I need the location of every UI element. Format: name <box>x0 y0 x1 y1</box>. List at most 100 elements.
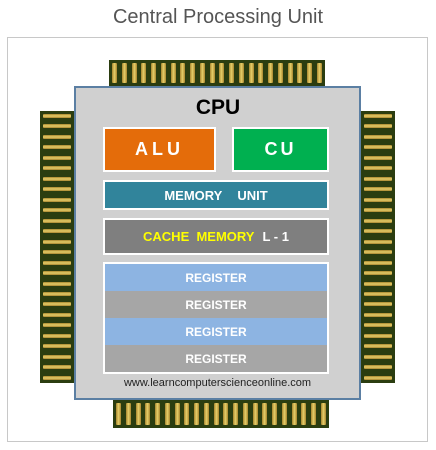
cpu-pin <box>190 63 195 83</box>
cpu-pin <box>364 166 392 171</box>
cpu-pin <box>194 403 199 425</box>
cpu-pin <box>170 63 176 83</box>
cpu-pin <box>43 229 71 234</box>
cpu-pin <box>364 176 392 181</box>
cpu-pin <box>43 365 71 370</box>
register-row: REGISTER <box>105 264 327 291</box>
cpu-pin <box>233 403 238 425</box>
alu-block: ALU <box>103 127 216 172</box>
cu-label: CU <box>264 139 297 159</box>
cache-level-label: L - 1 <box>262 229 289 244</box>
cpu-label: CPU <box>195 96 241 119</box>
cpu-pin <box>320 403 326 425</box>
cpu-pin <box>125 403 131 425</box>
cpu-pin <box>43 323 71 328</box>
cpu-pin <box>364 344 392 349</box>
cpu-pin <box>364 333 392 338</box>
cpu-pin <box>43 271 71 276</box>
cpu-pin <box>242 403 248 425</box>
alu-label: ALU <box>135 139 184 159</box>
cpu-pin <box>301 403 307 425</box>
cpu-pin <box>43 312 71 317</box>
cpu-pin <box>160 63 166 83</box>
page-title: Central Processing Unit <box>112 6 324 28</box>
cpu-pins-left <box>40 111 74 383</box>
cpu-pin <box>141 63 147 83</box>
cpu-pin <box>116 403 121 425</box>
register-row: REGISTER <box>105 318 327 345</box>
cpu-pin <box>131 63 137 83</box>
cpu-pin <box>281 403 287 425</box>
cpu-pin <box>155 403 160 425</box>
cpu-pin <box>43 155 71 160</box>
cpu-pin <box>364 281 392 286</box>
cpu-pin <box>248 63 254 83</box>
cpu-pin <box>364 260 392 265</box>
cpu-pin <box>223 403 229 425</box>
cpu-pin <box>43 302 71 307</box>
cpu-pin <box>252 403 258 425</box>
cpu-pin <box>174 403 180 425</box>
cpu-pin <box>43 114 71 118</box>
cpu-pin <box>287 63 293 83</box>
cpu-pin <box>364 250 392 255</box>
cpu-pin <box>364 354 392 359</box>
cpu-pin <box>272 403 277 425</box>
cpu-pin <box>268 63 273 83</box>
cpu-pin <box>364 197 392 202</box>
source-url: www.learncomputerscienceonline.com <box>123 377 312 389</box>
cpu-pin <box>43 333 71 338</box>
cpu-pin <box>164 403 170 425</box>
cache-memory-label: CACHE MEMORY <box>143 229 255 244</box>
cpu-pin <box>121 63 127 83</box>
cpu-pin <box>364 302 392 307</box>
cpu-pin <box>364 239 392 244</box>
cpu-pin <box>43 250 71 255</box>
cpu-pin <box>258 63 264 83</box>
cpu-pin <box>180 63 186 83</box>
cpu-pin <box>364 365 392 370</box>
cpu-pin <box>112 63 117 83</box>
cpu-pin <box>43 145 71 150</box>
cpu-pin <box>364 124 392 129</box>
cpu-pin <box>199 63 205 83</box>
cpu-pins-bottom <box>113 400 329 428</box>
cpu-pin <box>213 403 219 425</box>
cpu-pin <box>184 403 190 425</box>
cpu-pin <box>43 208 71 213</box>
cpu-pin <box>364 155 392 160</box>
cpu-pin <box>203 403 209 425</box>
cpu-pin <box>43 176 71 181</box>
cpu-pin <box>43 354 71 359</box>
cpu-pin <box>43 124 71 129</box>
cpu-pin <box>291 403 297 425</box>
register-row: REGISTER <box>105 291 327 318</box>
cpu-pin <box>43 166 71 171</box>
cpu-pin <box>145 403 151 425</box>
cpu-pin <box>209 63 215 83</box>
cpu-pin <box>43 218 71 223</box>
cpu-pin <box>307 63 312 83</box>
cpu-pin <box>364 218 392 223</box>
cpu-pin <box>364 187 392 192</box>
cpu-pin <box>135 403 141 425</box>
register-stack: REGISTER REGISTER REGISTER REGISTER <box>103 262 329 374</box>
cpu-pin <box>151 63 156 83</box>
cpu-pin <box>364 323 392 328</box>
cpu-pin <box>43 344 71 349</box>
cpu-pin <box>364 114 392 118</box>
cpu-pin <box>364 134 392 139</box>
cpu-pin <box>364 229 392 234</box>
memory-unit-block: MEMORY UNIT <box>103 180 329 210</box>
cpu-pin <box>364 271 392 276</box>
cpu-pin <box>364 312 392 317</box>
cpu-pins-top <box>109 60 325 86</box>
cpu-pin <box>43 134 71 139</box>
cpu-pin <box>229 63 234 83</box>
cpu-pin <box>277 63 283 83</box>
cpu-pin <box>43 239 71 244</box>
memory-unit-label: MEMORY UNIT <box>164 187 268 203</box>
cpu-pin <box>43 291 71 296</box>
register-row: REGISTER <box>105 345 327 372</box>
cache-memory-block: CACHE MEMORY L - 1 <box>103 218 329 255</box>
